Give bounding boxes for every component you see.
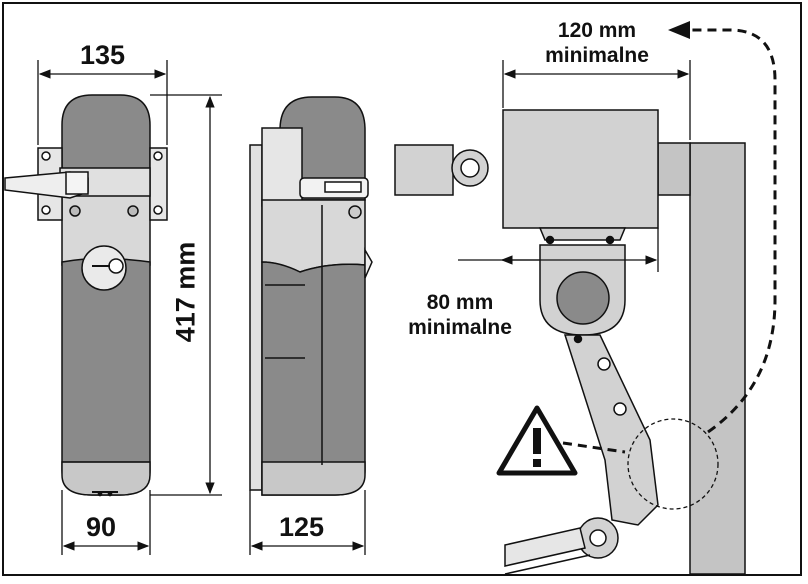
dimension-side-depth xyxy=(249,490,366,555)
clearance-dimension-top xyxy=(502,60,691,140)
clearance-dimension-mid xyxy=(458,228,659,272)
width-bottom-label: 90 xyxy=(86,512,117,542)
diagram-frame xyxy=(2,2,802,576)
installation-view xyxy=(394,109,746,575)
clearance-mid-value: 80 mm xyxy=(426,291,494,314)
height-label: 417 mm xyxy=(170,241,201,343)
leader-arrowhead xyxy=(668,21,690,39)
dimension-height xyxy=(150,94,222,496)
warning-triangle-icon xyxy=(496,405,578,476)
clearance-mid-label: 80 mm minimalne xyxy=(385,290,535,340)
width-top-label: 135 xyxy=(80,40,126,70)
dimension-width-top xyxy=(37,60,168,145)
dimension-width-bottom xyxy=(61,490,151,555)
pinch-zone-circle xyxy=(627,418,719,510)
side-view-operator xyxy=(249,96,373,496)
side-depth-label: 125 xyxy=(279,512,325,542)
warning-leader xyxy=(562,441,626,454)
clearance-top-label: 120 mm minimalne xyxy=(522,18,672,68)
front-view-operator xyxy=(4,94,168,497)
dashed-leader-arrow xyxy=(690,28,777,434)
clearance-top-note: minimalne xyxy=(545,44,649,67)
clearance-top-value: 120 mm xyxy=(557,19,637,42)
clearance-mid-note: minimalne xyxy=(408,316,512,339)
